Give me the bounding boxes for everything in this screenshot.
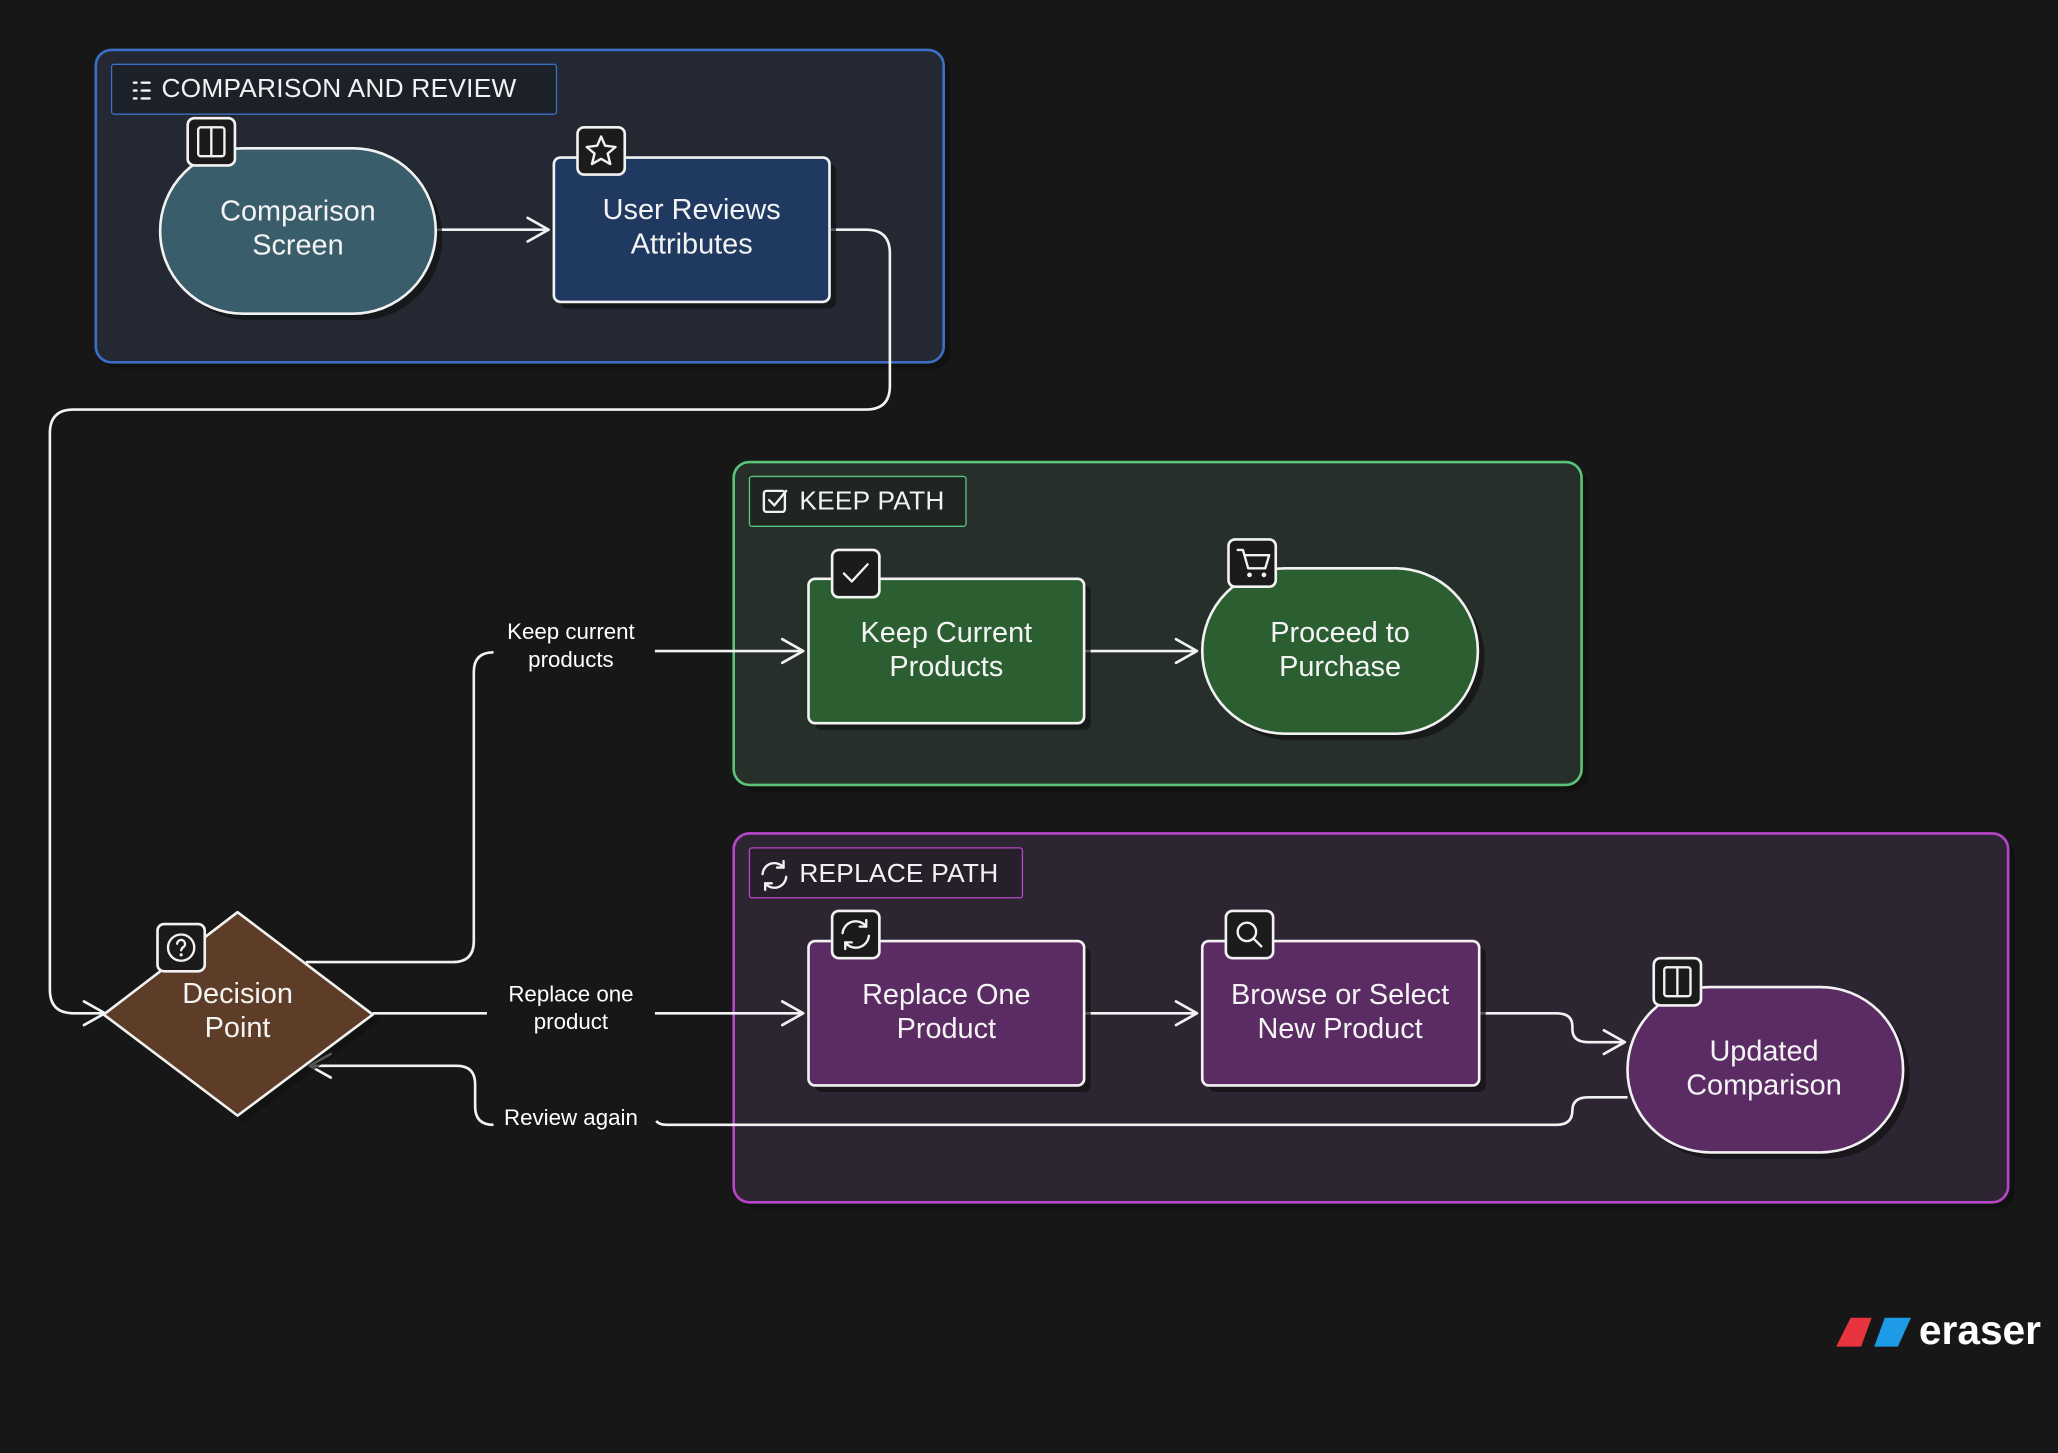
edge-reviews-to-decision bbox=[48, 228, 892, 1015]
edge-label-keep-line2: products bbox=[528, 647, 614, 672]
check-square-icon bbox=[762, 489, 788, 514]
node-label: Comparison bbox=[220, 196, 376, 228]
node-label: Comparison bbox=[1686, 1070, 1842, 1102]
group-label-comparison: COMPARISON AND REVIEW bbox=[161, 73, 516, 103]
node-label: Browse or Select bbox=[1231, 979, 1449, 1011]
group-label-keep: KEEP PATH bbox=[799, 485, 944, 515]
refresh-icon bbox=[841, 918, 871, 951]
edges bbox=[48, 216, 1628, 1127]
node-label: Product bbox=[897, 1013, 996, 1045]
edge-browse-to-updated bbox=[1479, 1011, 1625, 1044]
node-label: User Reviews bbox=[603, 194, 781, 226]
node-keep-current-products[interactable]: Keep Current Products bbox=[807, 548, 1091, 730]
edge-updated-to-decision bbox=[655, 1095, 1628, 1127]
eraser-logo: eraser bbox=[1836, 1307, 2041, 1353]
node-replace-one-product[interactable]: Replace One Product bbox=[807, 909, 1091, 1092]
cart-icon bbox=[1236, 548, 1271, 578]
node-label: Decision bbox=[182, 978, 293, 1010]
edge-label-review-again: Review again bbox=[504, 1105, 638, 1130]
node-label: Proceed to bbox=[1270, 617, 1410, 649]
node-label: Screen bbox=[252, 230, 343, 262]
edge-decision-to-keep bbox=[305, 651, 494, 964]
node-browse-or-select[interactable]: Browse or Select New Product bbox=[1200, 909, 1486, 1092]
node-updated-comparison[interactable]: Updated Comparison bbox=[1626, 956, 1910, 1159]
edge-label-replace-line1: Replace one bbox=[508, 981, 633, 1006]
node-label: Replace One bbox=[862, 979, 1030, 1011]
node-label: Point bbox=[205, 1012, 271, 1044]
node-label: Keep Current bbox=[860, 617, 1032, 649]
node-label: Attributes bbox=[631, 228, 753, 260]
node-proceed-to-purchase[interactable]: Proceed to Purchase bbox=[1200, 538, 1485, 741]
node-comparison-screen[interactable]: Comparison Screen bbox=[158, 116, 443, 321]
search-icon bbox=[1236, 921, 1263, 948]
group-label-replace: REPLACE PATH bbox=[799, 858, 998, 888]
list-icon bbox=[132, 81, 151, 100]
node-label: Purchase bbox=[1279, 651, 1401, 683]
brand-name: eraser bbox=[1919, 1307, 2041, 1353]
node-label: Updated bbox=[1709, 1036, 1818, 1068]
node-decision-point[interactable]: Decision Point bbox=[102, 910, 380, 1123]
edge-labels: Keep current products Replace one produc… bbox=[504, 619, 638, 1130]
node-label: New Product bbox=[1257, 1013, 1422, 1045]
edge-label-replace-line2: product bbox=[534, 1009, 609, 1034]
columns-icon bbox=[1663, 966, 1692, 998]
refresh-icon bbox=[761, 859, 788, 892]
star-icon bbox=[585, 135, 617, 166]
check-icon bbox=[842, 563, 869, 583]
node-label: Products bbox=[889, 651, 1003, 683]
columns-icon bbox=[197, 126, 226, 158]
edge-label-keep-line1: Keep current bbox=[507, 619, 635, 644]
question-icon bbox=[166, 933, 196, 962]
node-user-reviews-attributes[interactable]: User Reviews Attributes bbox=[552, 126, 837, 309]
